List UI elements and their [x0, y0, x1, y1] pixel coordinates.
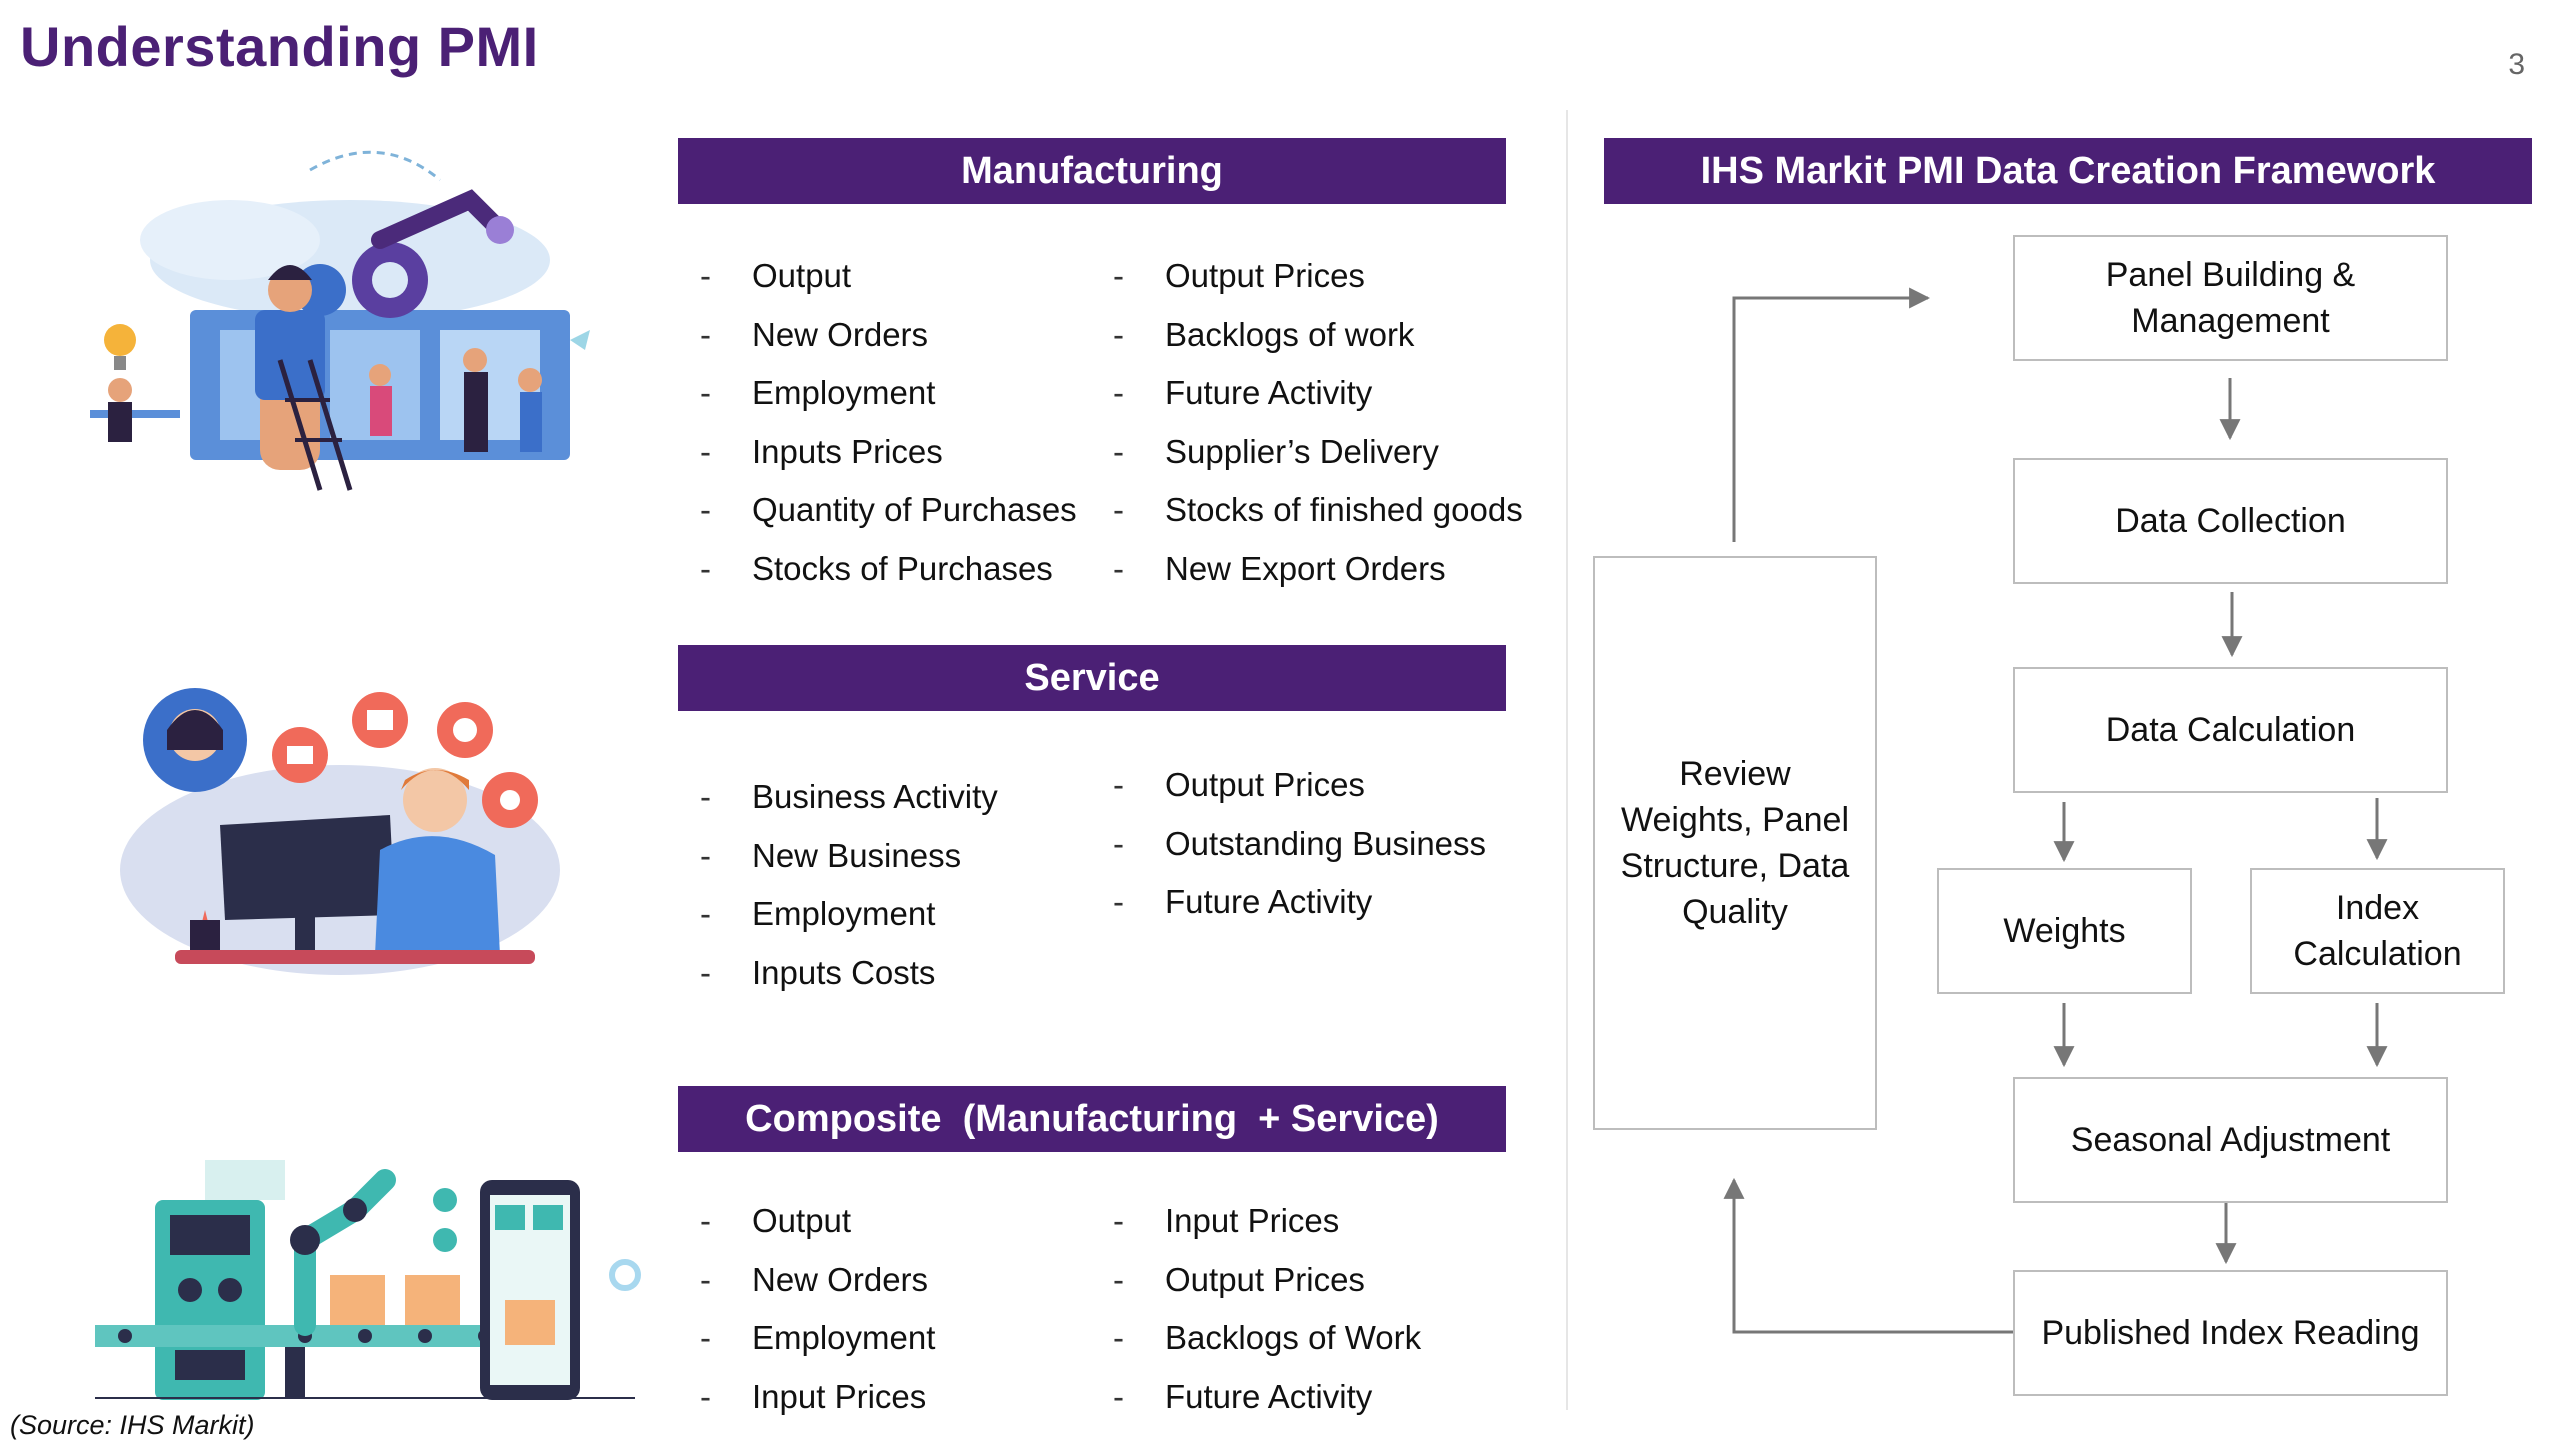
list-item: -New Orders — [700, 315, 929, 353]
list-item: -Output Prices — [1113, 1260, 1365, 1298]
vertical-divider — [1566, 110, 1568, 1410]
manufacturing-left-list: -Output -New Orders -Employment -Inputs … — [678, 247, 1077, 598]
list-item: -Business Activity — [700, 778, 998, 815]
list-item: -Output — [700, 257, 852, 294]
service-header: Service — [678, 645, 1506, 711]
composite-left-list: -Output -New Orders -Employment -Input P… — [678, 1192, 935, 1426]
weights-box: Weights — [1937, 868, 2192, 994]
list-item: -Employment — [700, 1319, 936, 1356]
composite-illustration — [95, 1160, 641, 1400]
list-item: -Outstanding Business — [1113, 824, 1487, 862]
list-item: -Output Prices — [1113, 766, 1365, 803]
composite-header: Composite (Manufacturing + Service) — [678, 1086, 1506, 1152]
list-item: -Future Activity — [1113, 1377, 1373, 1415]
list-item: -Backlogs of work — [1113, 315, 1415, 353]
manufacturing-header: Manufacturing — [678, 138, 1506, 204]
manufacturing-illustration — [90, 150, 590, 491]
data-calculation-box: Data Calculation — [2013, 667, 2448, 793]
list-item: -Future Activity — [1113, 883, 1373, 920]
published-index-box: Published Index Reading — [2013, 1270, 2448, 1396]
data-collection-box: Data Collection — [2013, 458, 2448, 584]
source-note: (Source: IHS Markit) — [10, 1410, 255, 1440]
framework-header: IHS Markit PMI Data Creation Framework — [1604, 138, 2532, 204]
list-item: -Output Prices — [1113, 257, 1365, 294]
list-item: -Employment — [700, 895, 936, 932]
list-item: -Input Prices — [1113, 1202, 1340, 1239]
list-item: -Employment — [700, 374, 936, 411]
list-item: -New Export Orders — [1113, 549, 1446, 587]
list-item: -Output — [700, 1202, 852, 1239]
page-number: 3 — [2508, 48, 2525, 81]
list-item: -Backlogs of Work — [1113, 1319, 1422, 1356]
index-calculation-box: Index Calculation — [2250, 868, 2505, 994]
page-title: Understanding PMI — [20, 15, 539, 78]
service-right-list: -Output Prices -Outstanding Business -Fu… — [1091, 756, 1486, 932]
list-item: -Quantity of Purchases — [700, 491, 1077, 528]
panel-building-box: Panel Building & Management — [2013, 235, 2448, 361]
review-box: Review Weights, Panel Structure, Data Qu… — [1593, 556, 1877, 1130]
list-item: -New Orders — [700, 1260, 929, 1298]
seasonal-adjustment-box: Seasonal Adjustment — [2013, 1077, 2448, 1203]
composite-right-list: -Input Prices -Output Prices -Backlogs o… — [1091, 1192, 1421, 1426]
list-item: -Input Prices — [700, 1377, 927, 1415]
list-item: -Inputs Costs — [700, 953, 936, 991]
service-left-list: -Business Activity -New Business -Employ… — [678, 768, 998, 1002]
list-item: -Stocks of finished goods — [1113, 491, 1523, 528]
list-item: -Future Activity — [1113, 374, 1373, 411]
manufacturing-right-list: -Output Prices -Backlogs of work -Future… — [1091, 247, 1523, 598]
list-item: -Inputs Prices — [700, 432, 943, 470]
list-item: -Supplier’s Delivery — [1113, 432, 1439, 470]
list-item: -Stocks of Purchases — [700, 549, 1053, 587]
service-illustration — [120, 688, 560, 975]
list-item: -New Business — [700, 836, 962, 874]
